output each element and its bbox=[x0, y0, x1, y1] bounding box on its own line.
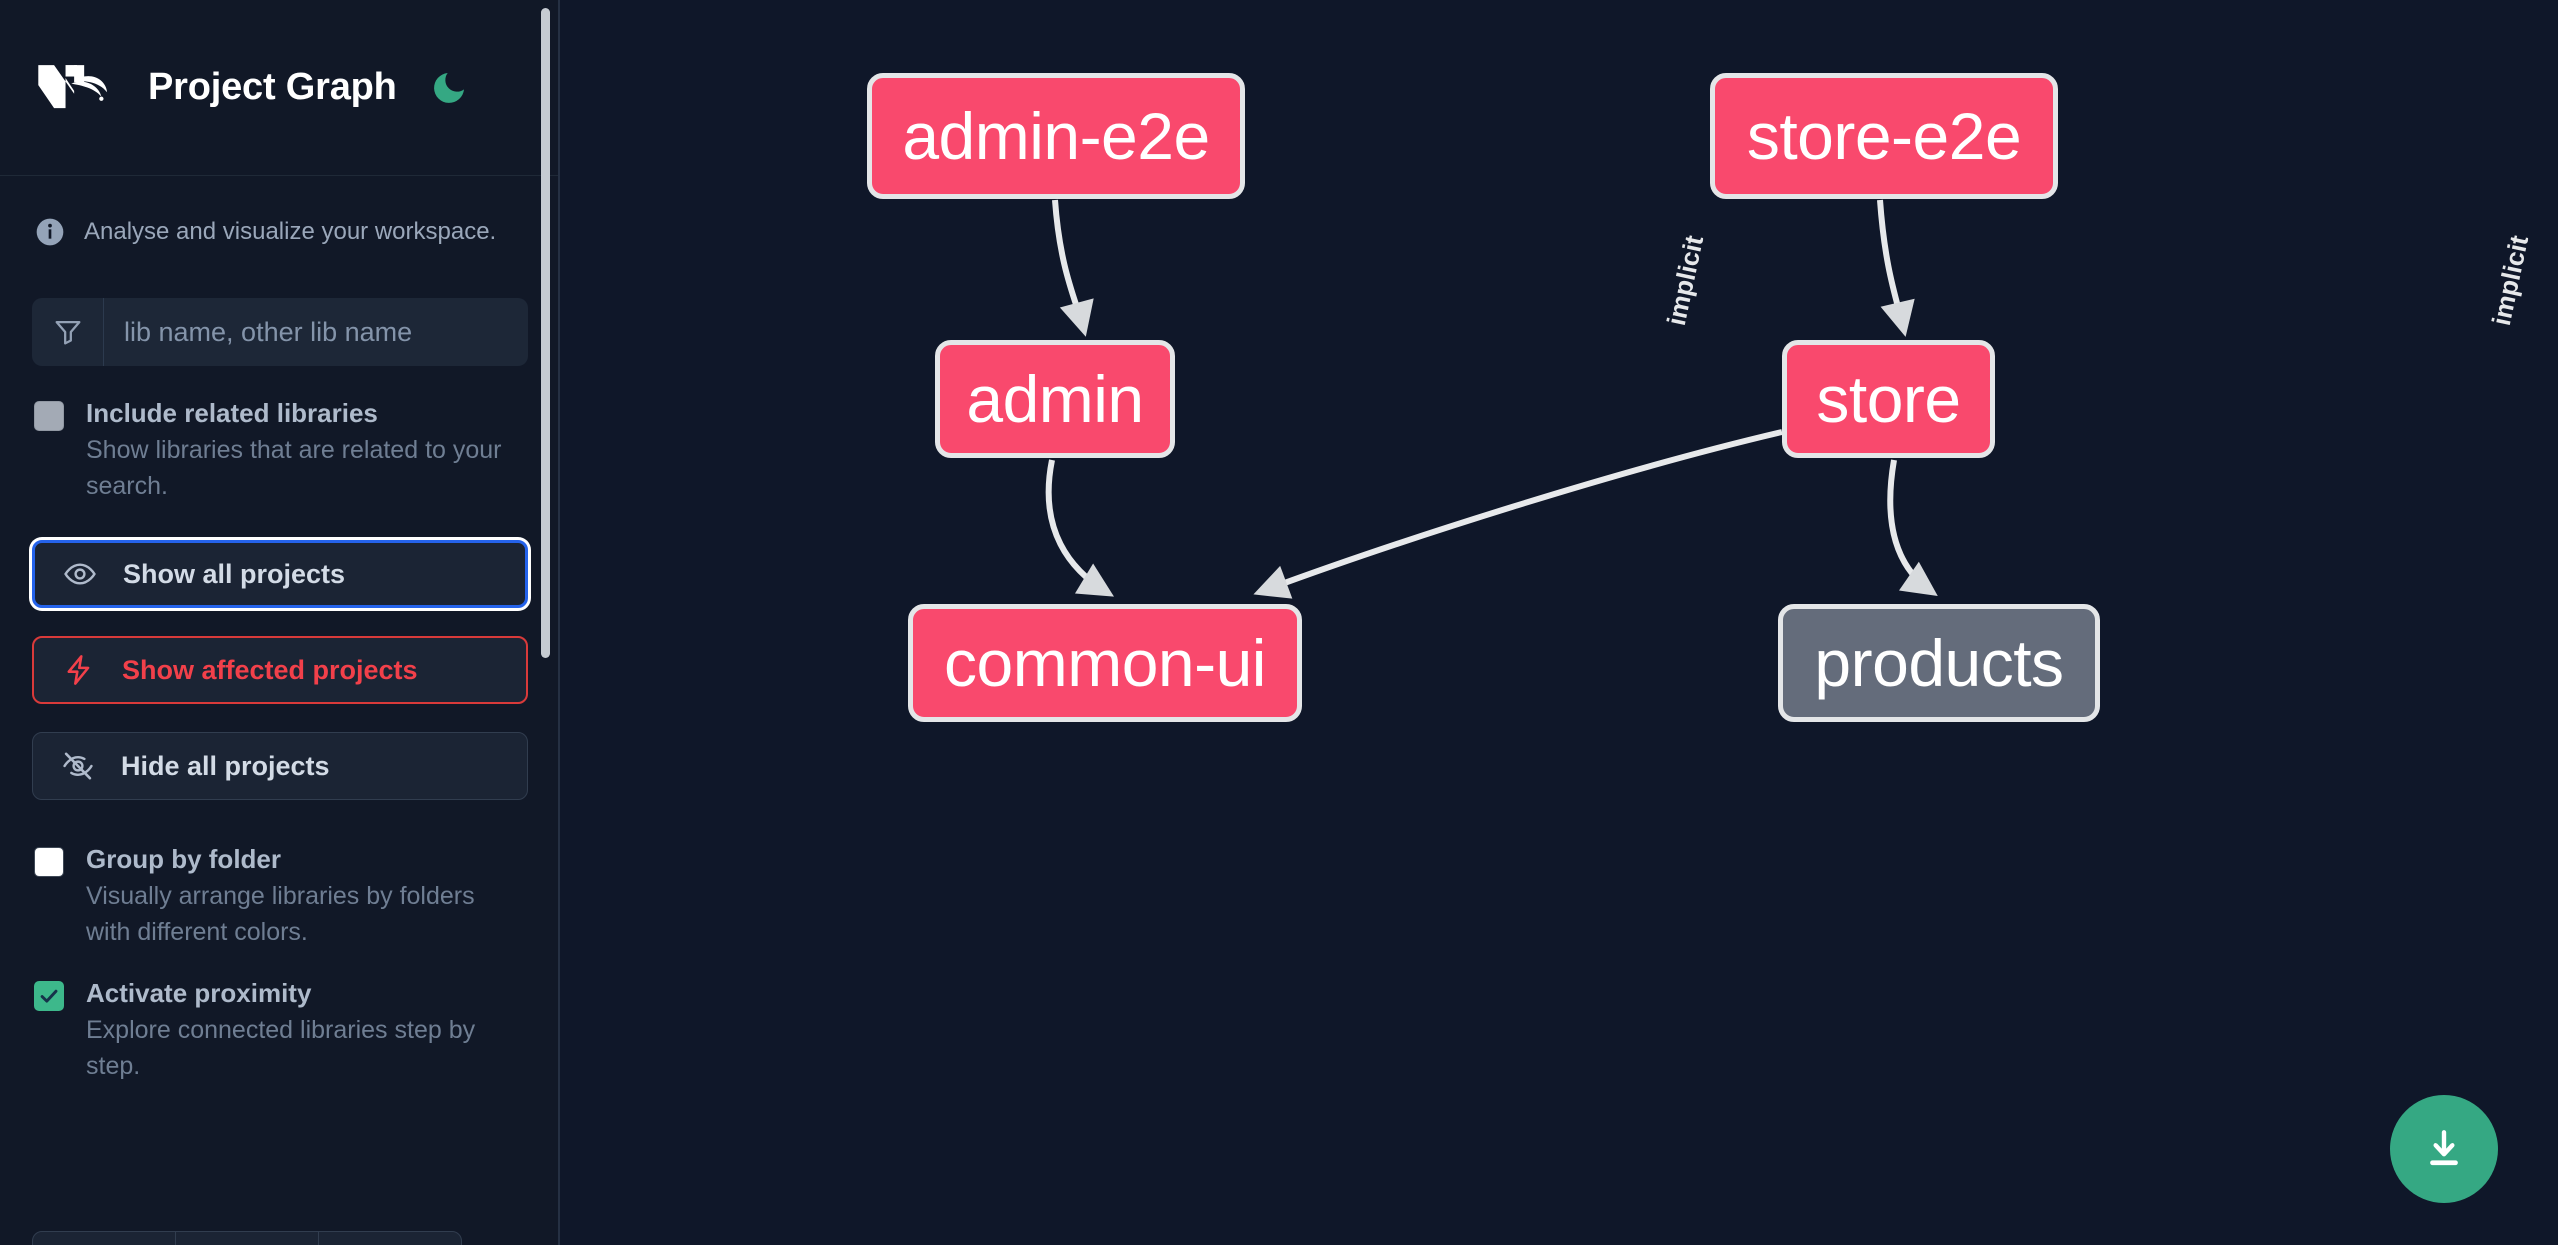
segment-1[interactable] bbox=[33, 1232, 176, 1245]
graph-node-label: store-e2e bbox=[1746, 99, 2022, 173]
nx-logo bbox=[34, 57, 120, 119]
option-include-related-libraries[interactable]: Include related libraries Show libraries… bbox=[0, 366, 560, 504]
download-icon bbox=[2430, 1130, 2458, 1166]
graph-edges bbox=[1045, 199, 1938, 599]
checkbox-activate-proximity[interactable] bbox=[34, 981, 64, 1012]
graph-node-common-ui[interactable]: common-ui bbox=[908, 604, 1302, 722]
filter-icon bbox=[32, 298, 104, 366]
hide-all-projects-label: Hide all projects bbox=[121, 750, 330, 781]
search-field[interactable] bbox=[32, 298, 528, 366]
hide-all-projects-button[interactable]: Hide all projects bbox=[32, 732, 528, 801]
graph-node-admin[interactable]: admin bbox=[935, 340, 1175, 458]
moon-icon[interactable] bbox=[427, 66, 471, 110]
info-icon bbox=[34, 216, 66, 248]
tagline-text: Analyse and visualize your workspace. bbox=[84, 218, 497, 245]
checkbox-group-by-folder[interactable] bbox=[34, 847, 64, 878]
show-affected-projects-label: Show affected projects bbox=[122, 654, 418, 685]
bottom-segmented-control[interactable] bbox=[32, 1231, 462, 1245]
show-affected-projects-button[interactable]: Show affected projects bbox=[32, 636, 528, 705]
graph-node-products[interactable]: products bbox=[1778, 604, 2100, 722]
page-title: Project Graph bbox=[148, 66, 397, 108]
eye-off-icon bbox=[63, 752, 93, 780]
graph-node-label: common-ui bbox=[944, 626, 1266, 700]
checkbox-include-related-libraries[interactable] bbox=[34, 401, 64, 431]
tagline: Analyse and visualize your workspace. bbox=[0, 176, 560, 276]
graph-node-label: admin-e2e bbox=[902, 99, 1210, 173]
search-input[interactable] bbox=[104, 298, 528, 366]
graph-node-admin-e2e[interactable]: admin-e2e bbox=[867, 73, 1245, 199]
option-description: Visually arrange libraries by folders wi… bbox=[86, 882, 475, 946]
check-icon bbox=[40, 989, 58, 1003]
projects-button-group: Show all projects Show affected projects… bbox=[0, 504, 560, 801]
show-all-projects-label: Show all projects bbox=[123, 558, 346, 589]
graph-node-label: admin bbox=[966, 362, 1144, 436]
show-all-projects-button[interactable]: Show all projects bbox=[32, 540, 528, 609]
graph-node-store-e2e[interactable]: store-e2e bbox=[1710, 73, 2058, 199]
segment-3[interactable] bbox=[319, 1232, 461, 1245]
graph-node-label: store bbox=[1816, 362, 1961, 436]
sidebar-divider bbox=[558, 0, 560, 1245]
option-title: Include related libraries bbox=[86, 398, 378, 428]
option-description: Show libraries that are related to your … bbox=[86, 436, 502, 500]
sidebar: Project Graph Analyse and visualize your… bbox=[0, 0, 560, 1245]
sidebar-header: Project Graph bbox=[0, 0, 560, 176]
graph-node-store[interactable]: store bbox=[1782, 340, 1995, 458]
option-activate-proximity[interactable]: Activate proximity Explore connected lib… bbox=[0, 950, 560, 1084]
sidebar-scrollbar[interactable] bbox=[541, 8, 550, 658]
download-image-button[interactable] bbox=[2390, 1095, 2498, 1203]
eye-icon bbox=[64, 563, 96, 585]
option-title: Activate proximity bbox=[86, 978, 312, 1009]
option-group-by-folder[interactable]: Group by folder Visually arrange librari… bbox=[0, 800, 560, 950]
sidebar-scroll-area[interactable]: Project Graph Analyse and visualize your… bbox=[0, 0, 560, 1245]
option-description: Explore connected libraries step by step… bbox=[86, 1016, 476, 1080]
bolt-icon bbox=[67, 655, 90, 685]
graph-node-label: products bbox=[1814, 626, 2064, 700]
option-title: Group by folder bbox=[86, 844, 281, 875]
graph-canvas[interactable]: admin-e2e store-e2e admin store common-ui pro… bbox=[560, 0, 2558, 1245]
segment-2[interactable] bbox=[176, 1232, 319, 1245]
